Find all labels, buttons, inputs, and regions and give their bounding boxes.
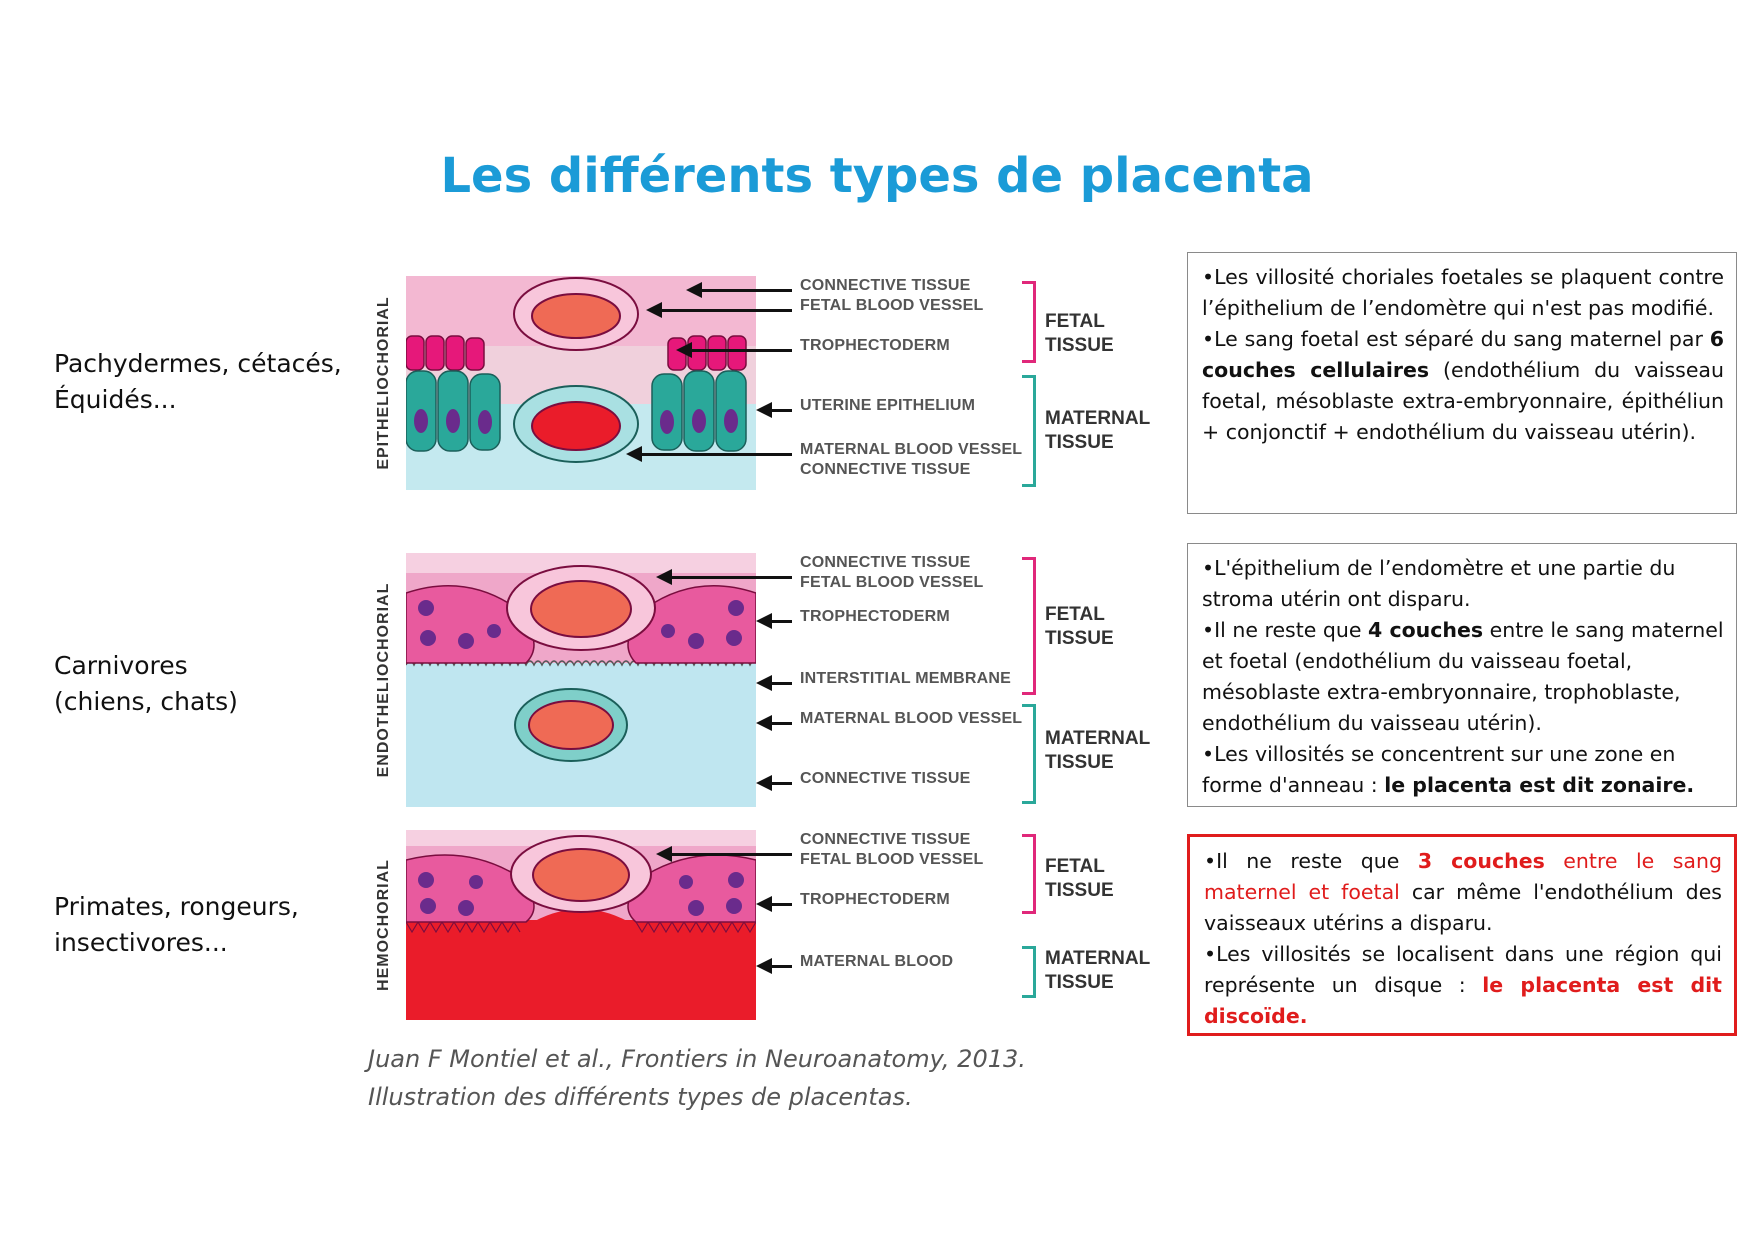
description-text: •L'épithelium de l’endomètre et une part… [1202, 556, 1676, 611]
description-text: •Les villosité choriales foetales se pla… [1202, 265, 1724, 320]
arrow [756, 613, 792, 629]
label-connective-tissue: CONNECTIVE TISSUE [800, 831, 971, 848]
label-connective-tissue: CONNECTIVE TISSUE [800, 770, 971, 787]
type-label: ENDOTHELIOCHORIAL [375, 582, 392, 778]
arrow [756, 715, 792, 731]
maternal-bracket [1022, 704, 1036, 804]
label-fetal-blood-vessel: FETAL BLOOD VESSEL [800, 851, 984, 868]
type-label: EPITHELIOCHORIAL [375, 296, 392, 470]
animals-line: Pachydermes, cétacés, [54, 349, 342, 378]
caption-line: Illustration des différents types de pla… [368, 1083, 913, 1111]
animals-line: Carnivores [54, 651, 188, 680]
description-box-hemochorial: •Il ne reste que 3 couches entre le sang… [1187, 834, 1737, 1036]
fetal-bracket [1022, 834, 1036, 914]
description-text: •Les villosités se localisent dans une r… [1204, 942, 1722, 1028]
arrow [756, 896, 792, 912]
arrow [626, 446, 792, 462]
label-trophectoderm: TROPHECTODERM [800, 891, 950, 908]
arrow [676, 342, 792, 358]
label-maternal-blood-vessel: MATERNAL BLOOD VESSEL [800, 441, 1023, 458]
endotheliochorial-illustration [406, 553, 756, 807]
arrow [646, 302, 792, 318]
description-box-endotheliochorial: •L'épithelium de l’endomètre et une part… [1187, 543, 1737, 807]
maternal-bracket [1022, 375, 1036, 487]
label-connective-tissue: CONNECTIVE TISSUE [800, 277, 971, 294]
description-text: •Le sang foetal est séparé du sang mater… [1202, 327, 1724, 444]
arrow [656, 569, 792, 585]
page-title: Les différents types de placenta [440, 148, 1314, 204]
label-interstitial-membrane: INTERSTITIAL MEMBRANE [800, 670, 1012, 687]
animals-line: (chiens, chats) [54, 687, 238, 716]
figure-caption: Juan F Montiel et al., Frontiers in Neur… [368, 1040, 1026, 1116]
description-text: •Il ne reste que 3 couches entre le sang… [1204, 849, 1722, 935]
arrow [756, 402, 792, 418]
diagram-endotheliochorial: ENDOTHELIOCHORIAL CONNECTIVE TISSUE FETA… [370, 553, 1150, 807]
animals-line: Primates, rongeurs, [54, 892, 299, 921]
hemochorial-illustration [406, 830, 756, 1020]
maternal-bracket [1022, 946, 1036, 998]
label-trophectoderm: TROPHECTODERM [800, 337, 950, 354]
arrow [656, 846, 792, 862]
description-box-epitheliochorial: •Les villosité choriales foetales se pla… [1187, 252, 1737, 514]
animals-label-hemochorial: Primates, rongeurs, insectivores... [54, 889, 299, 961]
arrow [686, 282, 792, 298]
description-text: •Il ne reste que 4 couches entre le sang… [1202, 618, 1724, 735]
caption-line: Juan F Montiel et al., Frontiers in Neur… [368, 1045, 1026, 1073]
type-label: HEMOCHORIAL [375, 859, 392, 991]
arrow [756, 958, 792, 974]
animals-label-endotheliochorial: Carnivores (chiens, chats) [54, 648, 238, 720]
label-fetal-blood-vessel: FETAL BLOOD VESSEL [800, 574, 984, 591]
diagram-hemochorial: HEMOCHORIAL CONNECTIVE TISSUE FETAL BLOO… [370, 830, 1150, 1020]
label-maternal-blood-vessel: MATERNAL BLOOD VESSEL [800, 710, 1023, 727]
label-connective-tissue: CONNECTIVE TISSUE [800, 461, 971, 478]
label-uterine-epithelium: UTERINE EPITHELIUM [800, 397, 976, 414]
label-trophectoderm: TROPHECTODERM [800, 608, 950, 625]
label-maternal-blood: MATERNAL BLOOD [800, 953, 954, 970]
arrow [756, 775, 792, 791]
fetal-bracket [1022, 557, 1036, 695]
arrow [756, 675, 792, 691]
label-fetal-blood-vessel: FETAL BLOOD VESSEL [800, 297, 984, 314]
diagram-epitheliochorial: EPITHELIOCHORIAL CONNECTIVE TISSUE [370, 276, 1150, 490]
animals-line: Équidés... [54, 385, 177, 414]
label-connective-tissue: CONNECTIVE TISSUE [800, 554, 971, 571]
fetal-bracket [1022, 281, 1036, 363]
animals-line: insectivores... [54, 928, 228, 957]
description-text: •Les villosités se concentrent sur une z… [1202, 742, 1695, 797]
animals-label-epitheliochorial: Pachydermes, cétacés, Équidés... [54, 346, 342, 418]
